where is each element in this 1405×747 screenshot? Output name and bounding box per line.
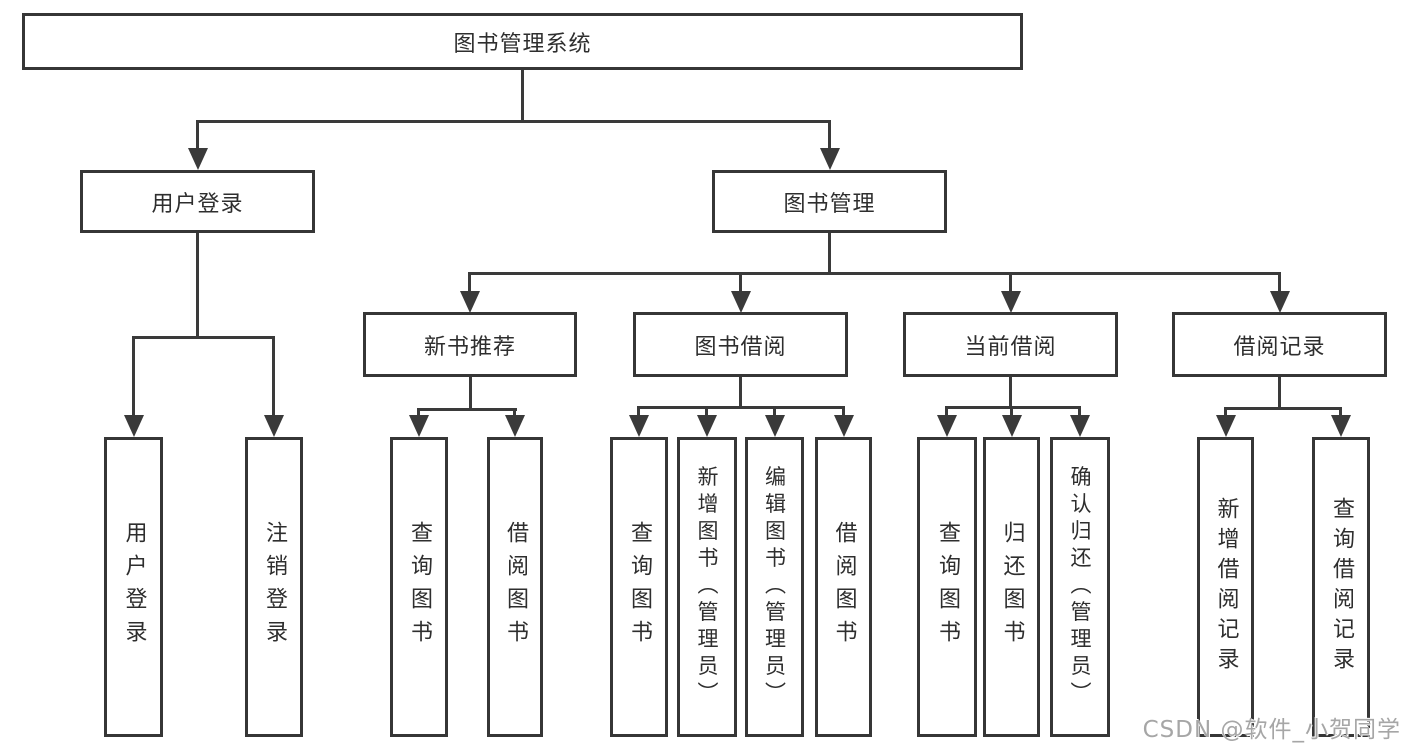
leaf-query-book-a-label: 查询图书 xyxy=(407,521,432,653)
arrow-to-current-borrow xyxy=(1000,272,1021,313)
leaf-user-login-label: 用户登录 xyxy=(121,521,147,653)
node-book-mgmt: 图书管理 xyxy=(712,170,947,233)
leaf-query-book-b-label: 查询图书 xyxy=(627,521,652,653)
leaf-add-book-admin: 新增图书（管理员） xyxy=(677,437,737,737)
leaf-logout-label: 注销登录 xyxy=(262,521,287,653)
node-root-label: 图书管理系统 xyxy=(453,31,592,57)
connector-new-book-rec-stub xyxy=(469,377,472,411)
leaf-user-login: 用户登录 xyxy=(104,437,163,737)
leaf-add-book-admin-label: 新增图书（管理员） xyxy=(695,465,719,709)
node-book-borrow: 图书借阅 xyxy=(633,312,848,377)
connector-root-rail xyxy=(196,120,831,123)
arrow-to-leaf-return-book xyxy=(1001,406,1022,437)
node-borrow-records-label: 借阅记录 xyxy=(1233,334,1326,360)
leaf-query-borrow-record-label: 查询借阅记录 xyxy=(1329,497,1354,677)
connector-current-borrow-rail xyxy=(945,406,1081,409)
arrow-to-leaf-add-book xyxy=(696,406,717,437)
leaf-add-borrow-record-label: 新增借阅记录 xyxy=(1213,497,1239,677)
connector-user-login-stub xyxy=(196,233,199,339)
arrow-to-leaf-query-book-a xyxy=(408,408,429,437)
node-current-borrow-label: 当前借阅 xyxy=(964,334,1057,360)
connector-user-login-rail xyxy=(132,336,275,339)
arrow-to-leaf-query-book-c xyxy=(936,406,957,437)
arrow-to-user-login xyxy=(187,120,208,170)
leaf-borrow-book-a-label: 借阅图书 xyxy=(503,521,528,653)
arrow-to-leaf-confirm-return xyxy=(1069,406,1090,437)
arrow-to-leaf-borrow-book-a xyxy=(504,408,525,437)
connector-book-mgmt-stub xyxy=(828,233,831,275)
connector-new-book-rec-rail xyxy=(417,408,517,411)
node-borrow-records: 借阅记录 xyxy=(1172,312,1387,377)
leaf-query-book-c: 查询图书 xyxy=(917,437,977,737)
connector-root-stub xyxy=(521,70,524,123)
arrow-to-leaf-user-login xyxy=(123,336,144,437)
leaf-logout: 注销登录 xyxy=(245,437,303,737)
node-new-book-rec: 新书推荐 xyxy=(363,312,577,377)
leaf-confirm-return-admin-label: 确认归还（管理员） xyxy=(1068,465,1092,709)
connector-book-mgmt-rail xyxy=(468,272,1281,275)
leaf-return-book-label: 归还图书 xyxy=(999,521,1025,653)
leaf-edit-book-admin: 编辑图书（管理员） xyxy=(745,437,804,737)
leaf-confirm-return-admin: 确认归还（管理员） xyxy=(1050,437,1110,737)
node-book-borrow-label: 图书借阅 xyxy=(694,334,787,360)
connector-book-borrow-stub xyxy=(739,377,742,409)
arrow-to-leaf-logout xyxy=(263,336,284,437)
leaf-add-borrow-record: 新增借阅记录 xyxy=(1197,437,1254,737)
leaf-edit-book-admin-label: 编辑图书（管理员） xyxy=(762,465,787,709)
node-book-mgmt-label: 图书管理 xyxy=(783,191,876,217)
arrow-to-book-borrow xyxy=(730,272,751,313)
arrow-to-book-mgmt xyxy=(819,120,840,170)
arrow-to-leaf-add-record xyxy=(1215,407,1236,437)
node-new-book-rec-label: 新书推荐 xyxy=(423,334,516,360)
leaf-query-book-c-label: 查询图书 xyxy=(935,521,960,653)
arrow-to-leaf-query-book-b xyxy=(628,406,649,437)
arrow-to-borrow-records xyxy=(1269,272,1290,313)
node-root: 图书管理系统 xyxy=(22,13,1023,70)
arrow-to-leaf-query-record xyxy=(1330,407,1351,437)
arrow-to-new-book-rec xyxy=(459,272,480,313)
connector-borrow-records-stub xyxy=(1278,377,1281,410)
connector-borrow-records-rail xyxy=(1224,407,1342,410)
node-current-borrow: 当前借阅 xyxy=(903,312,1118,377)
leaf-query-book-a: 查询图书 xyxy=(390,437,448,737)
arrow-to-leaf-borrow-book-b xyxy=(833,406,854,437)
node-user-login-label: 用户登录 xyxy=(151,191,244,217)
node-user-login: 用户登录 xyxy=(80,170,315,233)
leaf-borrow-book-a: 借阅图书 xyxy=(487,437,543,737)
leaf-query-book-b: 查询图书 xyxy=(610,437,668,737)
arrow-to-leaf-edit-book xyxy=(764,406,785,437)
leaf-query-borrow-record: 查询借阅记录 xyxy=(1312,437,1370,737)
leaf-borrow-book-b-label: 借阅图书 xyxy=(831,521,857,653)
csdn-watermark: CSDN @软件_小贺同学 xyxy=(1142,717,1401,743)
leaf-return-book: 归还图书 xyxy=(983,437,1040,737)
connector-book-borrow-rail xyxy=(637,406,845,409)
leaf-borrow-book-b: 借阅图书 xyxy=(815,437,872,737)
connector-current-borrow-stub xyxy=(1009,377,1012,409)
